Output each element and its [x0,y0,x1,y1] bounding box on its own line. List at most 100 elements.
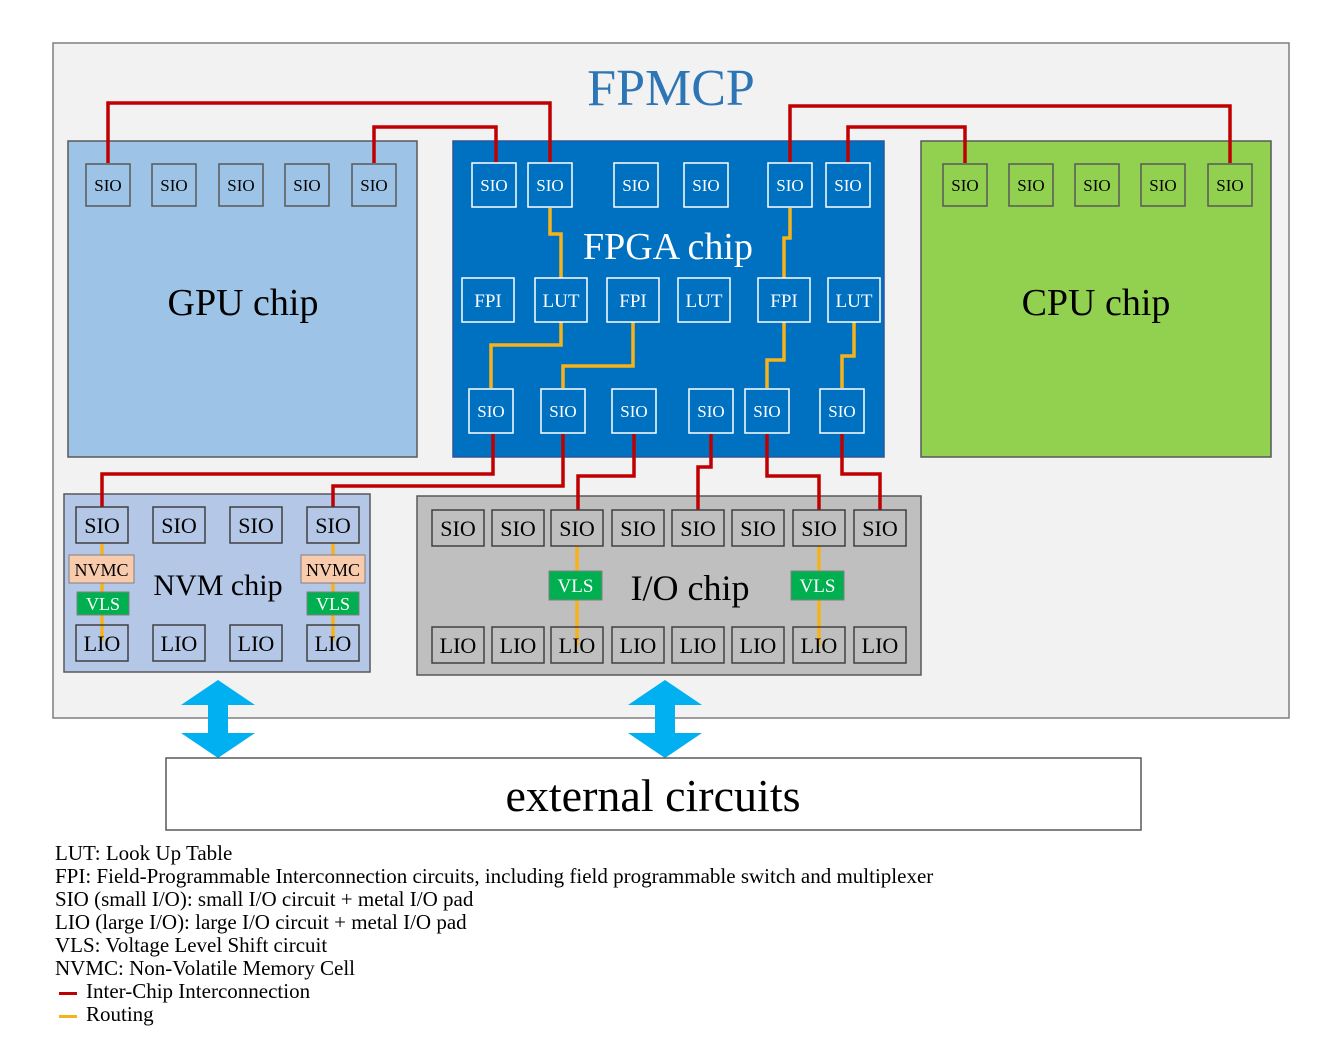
pad-label: SIO [620,402,647,421]
pad-label: SIO [1149,176,1176,195]
sio-pad: SIO [942,163,988,207]
fpmcp-diagram: FPMCP GPU chip FPGA chip CPU chip NVM ch… [52,42,1290,831]
interconnect-line [840,434,882,510]
sio-pad: SIO [152,506,206,544]
fpga-chip-label: FPGA chip [583,226,753,268]
fpi-pad: FPI [757,277,811,323]
sio-pad: SIO [1074,163,1120,207]
pad-label: SIO [500,516,535,541]
lio-pad: LIO [491,626,545,664]
pad-label: SIO [536,176,563,195]
sio-pad: SIO [688,388,734,434]
sio-pad: SIO [229,506,283,544]
sio-pad: SIO [151,163,197,207]
sio-pad: SIO [351,163,397,207]
double-arrow-icon [628,680,702,758]
sio-pad: SIO [468,388,514,434]
legend-item: LUT: Look Up Table [55,841,233,865]
pad-label: SIO [94,176,121,195]
pad-label: SIO [692,176,719,195]
interconnect-line [576,434,636,510]
io-chip-label: I/O chip [631,568,750,608]
pad-label: SIO [315,513,350,538]
lio-pad: LIO [853,626,907,664]
routing-line [489,322,563,388]
pad-label: LIO [740,633,777,658]
sio-pad: SIO [491,509,545,547]
sio-pad: SIO [85,163,131,207]
sio-pad: SIO [767,162,813,208]
pad-label: LIO [680,633,717,658]
sio-pad: SIO [306,506,360,544]
pad-label: SIO [227,176,254,195]
routing-line [548,208,563,278]
nvm-chip-label: NVM chip [153,569,282,602]
pad-label: SIO [293,176,320,195]
interconnect-line [100,434,495,507]
pad-label: LUT [543,291,580,312]
pad-label: SIO [753,402,780,421]
pad-label: LIO [500,633,537,658]
legend-line-entry: Inter-Chip Interconnection [55,980,1155,1003]
legend-item: LIO (large I/O): large I/O circuit + met… [55,910,467,934]
pad-label: SIO [238,513,273,538]
fpi-pad: FPI [606,277,660,323]
sio-pad: SIO [744,388,790,434]
sio-pad: SIO [218,163,264,207]
pad-label: SIO [1216,176,1243,195]
nvmc-cell-left: NVMC [68,554,135,584]
nvmc-cell-right: NVMC [300,554,366,584]
legend-item: SIO (small I/O): small I/O circuit + met… [55,887,474,911]
package-title: FPMCP [587,60,755,117]
sio-pad: SIO [731,509,785,547]
routing-line [765,322,786,388]
sio-pad: SIO [792,509,846,547]
pad-label: SIO [622,176,649,195]
sio-pad: SIO [825,162,871,208]
legend-item: NVMC: Non-Volatile Memory Cell [55,956,356,980]
vls-right-io: VLS [790,570,845,601]
legend-line-entry: Routing [55,1003,1155,1026]
pad-label: SIO [834,176,861,195]
lut-pad: LUT [534,277,588,323]
lio-pad: LIO [229,624,283,662]
pad-label: SIO [680,516,715,541]
pad-label: SIO [360,176,387,195]
pad-label: SIO [559,516,594,541]
legend-line-label: Routing [86,1002,154,1026]
routing-line [782,208,792,278]
vls-right-nvm: VLS [306,591,360,616]
pad-label: SIO [161,513,196,538]
pad-label: LIO [440,633,477,658]
pad-label: FPI [770,291,797,312]
cpu-chip-label: CPU chip [1022,282,1171,324]
vls-label: VLS [800,576,836,597]
interconnect-line [765,434,821,510]
sio-pad: SIO [819,388,865,434]
interconnect-lines [100,101,1232,510]
pad-label: SIO [828,402,855,421]
external-circuits-box: external circuits [165,757,1142,831]
pad-label: SIO [549,402,576,421]
external-circuits-label: external circuits [505,770,800,821]
fpi-pad: FPI [461,277,515,323]
pad-label: LIO [559,633,596,658]
vls-label: VLS [558,576,594,597]
pad-label: SIO [1017,176,1044,195]
pad-label: LUT [686,291,723,312]
pad-label: FPI [619,291,646,312]
legend-line-label: Inter-Chip Interconnection [86,979,311,1003]
vls-label: VLS [86,594,120,614]
legend: LUT: Look Up Table FPI: Field-Programmab… [55,842,1155,1026]
lio-pad: LIO [731,626,785,664]
legend-item: VLS: Voltage Level Shift circuit [55,933,328,957]
pad-label: LIO [862,633,899,658]
sio-pad: SIO [1008,163,1054,207]
lut-pad: LUT [827,277,881,323]
pad-label: SIO [801,516,836,541]
lio-pad: LIO [671,626,725,664]
pad-label: LIO [84,631,121,656]
lio-pad: LIO [792,626,846,664]
sio-pad: SIO [1140,163,1186,207]
